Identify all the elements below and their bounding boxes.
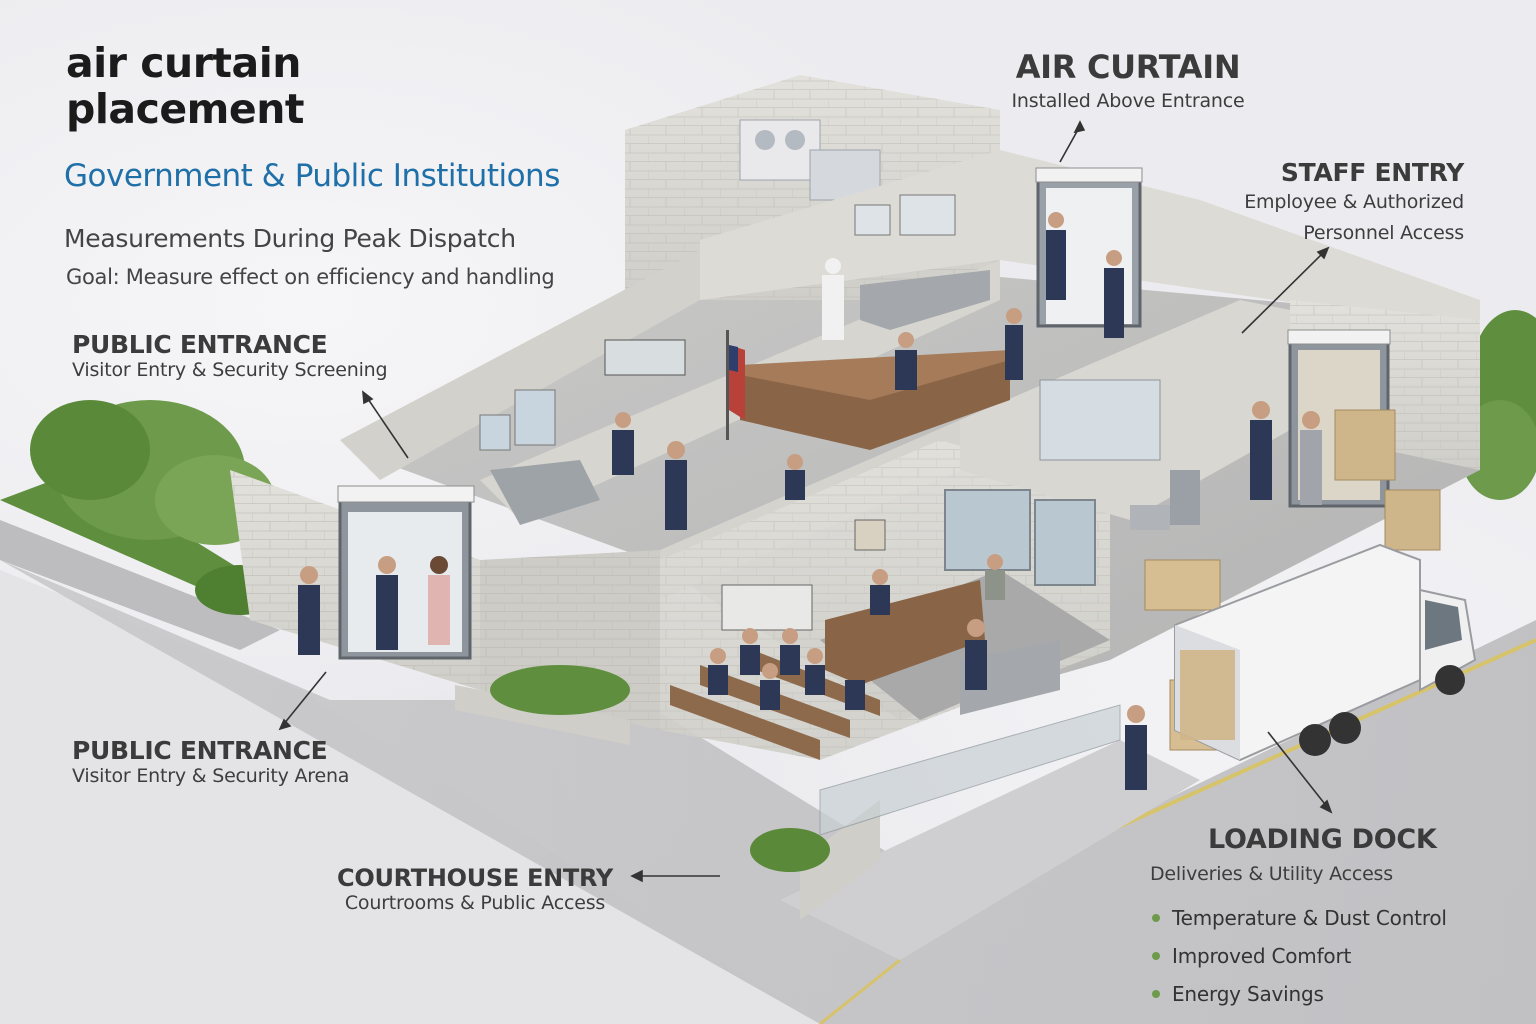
callout-desc: Visitor Entry & Security Arena	[72, 765, 350, 787]
callout-desc-line-2: Personnel Access	[1303, 222, 1464, 244]
benefit-item: Improved Comfort	[1150, 937, 1490, 975]
benefit-item: Temperature & Dust Control	[1150, 899, 1490, 937]
callout-staff-entry: STAFF ENTRY Employee & Authorized Person…	[1196, 158, 1464, 249]
title-line-1: air curtain	[66, 39, 301, 87]
callout-title: PUBLIC ENTRANCE	[72, 330, 328, 359]
windows	[479, 194, 1161, 631]
callout-desc: Installed Above Entrance	[1011, 90, 1245, 112]
callout-title: STAFF ENTRY	[1280, 158, 1464, 187]
measurements-caption: Measurements During Peak Dispatch	[64, 224, 516, 253]
callout-loading-dock: LOADING DOCK Deliveries & Utility Access…	[1150, 824, 1490, 1013]
callout-desc-line-1: Employee & Authorized	[1244, 191, 1464, 213]
air-curtain-unit-dock	[1287, 329, 1391, 345]
benefit-list: Temperature & Dust Control Improved Comf…	[1150, 899, 1490, 1013]
callout-desc: Deliveries & Utility Access	[1150, 863, 1393, 885]
landscaping-left	[0, 400, 290, 650]
callout-public-entrance-bottom: PUBLIC ENTRANCE Visitor Entry & Security…	[72, 736, 349, 787]
ground	[0, 560, 1536, 1024]
subtitle: Government & Public Institutions	[64, 158, 560, 194]
callout-desc: Visitor Entry & Security Screening	[72, 359, 388, 381]
callout-public-entrance-top: PUBLIC ENTRANCE Visitor Entry & Security…	[72, 330, 388, 381]
callout-title: LOADING DOCK	[1208, 824, 1437, 855]
planters	[455, 665, 880, 920]
people	[298, 212, 1322, 790]
callout-air-curtain: AIR CURTAIN Installed Above Entrance	[1000, 48, 1256, 112]
page-title: air curtain placement	[66, 39, 305, 133]
air-curtain-unit-public	[337, 485, 475, 503]
title-line-2: placement	[66, 85, 305, 133]
delivery-truck	[1174, 543, 1477, 762]
callout-arrows	[278, 120, 1333, 883]
callout-title: AIR CURTAIN	[1015, 48, 1241, 86]
benefit-item: Energy Savings	[1150, 975, 1490, 1013]
air-curtain-unit-staff	[1035, 167, 1143, 183]
railing	[819, 704, 1121, 836]
callout-courthouse-entry: COURTHOUSE ENTRY Courtrooms & Public Acc…	[322, 864, 628, 914]
callout-title: PUBLIC ENTRANCE	[72, 736, 328, 765]
goal-caption: Goal: Measure effect on efficiency and h…	[66, 265, 555, 289]
callout-desc: Courtrooms & Public Access	[344, 892, 606, 914]
callout-title: COURTHOUSE ENTRY	[337, 864, 613, 892]
